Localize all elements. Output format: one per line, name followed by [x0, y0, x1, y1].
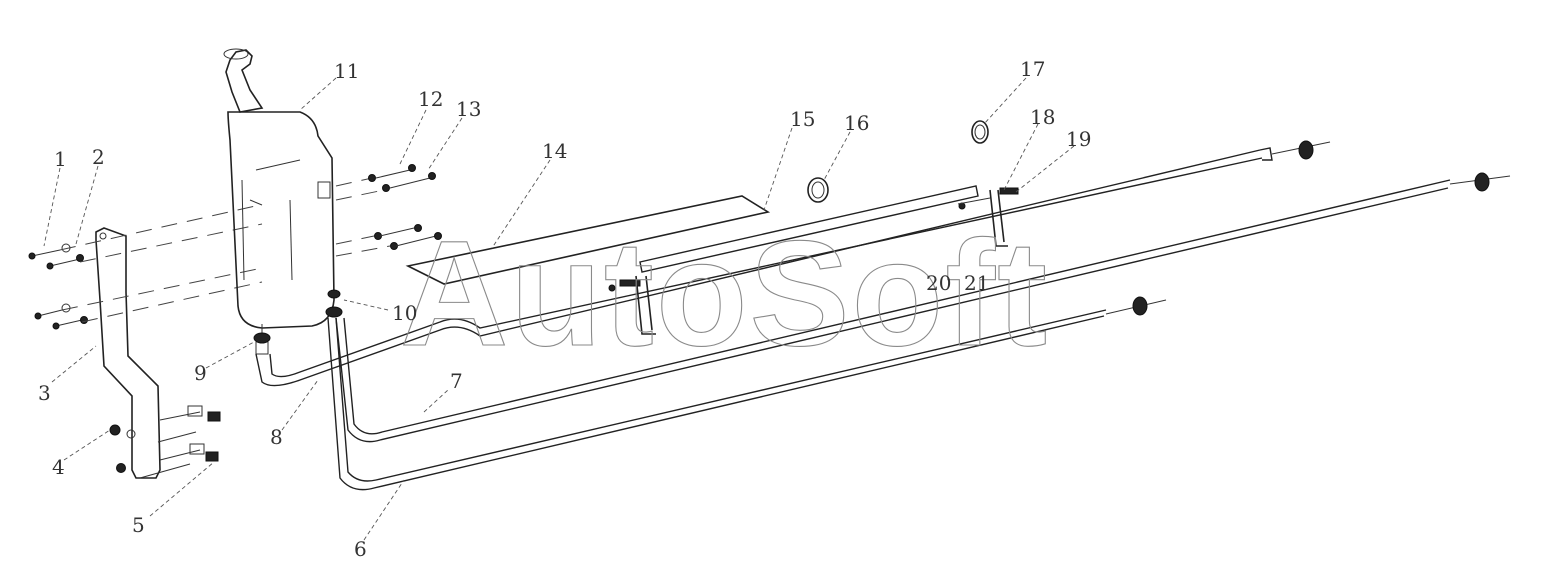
- callout-3: 3: [38, 381, 51, 405]
- callout-2: 2: [92, 145, 105, 169]
- hose-connectors: [253, 289, 343, 355]
- return-fuel-pipe: [335, 172, 1511, 443]
- callout-6: 6: [354, 537, 367, 561]
- assembly-axis-lines: [59, 204, 263, 323]
- callout-11: 11: [334, 59, 359, 83]
- main-fuel-pipe: [255, 140, 1331, 387]
- callout-9: 9: [194, 361, 207, 385]
- callout-8: 8: [270, 425, 283, 449]
- callout-20: 20: [926, 271, 951, 295]
- watermark-text: AutoSoft: [400, 209, 1049, 377]
- bracket-bolts-left: [28, 243, 88, 330]
- callout-13: 13: [456, 97, 481, 121]
- callout-19: 19: [1066, 127, 1091, 151]
- mounting-bracket: [95, 227, 161, 479]
- callout-17: 17: [1020, 57, 1045, 81]
- callout-numbers: 1 2 3 4 5 6 7 8 9 10 11 12 13 14 15 16 1…: [38, 57, 1091, 561]
- callout-18: 18: [1030, 105, 1055, 129]
- callout-15: 15: [790, 107, 815, 131]
- bracket-bolts-lower: [109, 405, 221, 479]
- fuel-tank: [223, 48, 335, 336]
- callout-12: 12: [418, 87, 443, 111]
- heat-shield-plate: [405, 195, 771, 285]
- pipe-brackets: [608, 187, 1019, 335]
- tank-bolts: [335, 164, 442, 257]
- callout-16: 16: [844, 111, 869, 135]
- leader-lines: [43, 77, 1075, 541]
- callout-10: 10: [392, 301, 417, 325]
- callout-21: 21: [964, 271, 989, 295]
- upper-line: [639, 185, 979, 273]
- callout-5: 5: [132, 513, 145, 537]
- pipe-clamps: [807, 120, 989, 203]
- callout-7: 7: [450, 369, 463, 393]
- callout-1: 1: [54, 147, 67, 171]
- callout-4: 4: [52, 455, 65, 479]
- vent-pipe: [327, 296, 1167, 491]
- callout-14: 14: [542, 139, 567, 163]
